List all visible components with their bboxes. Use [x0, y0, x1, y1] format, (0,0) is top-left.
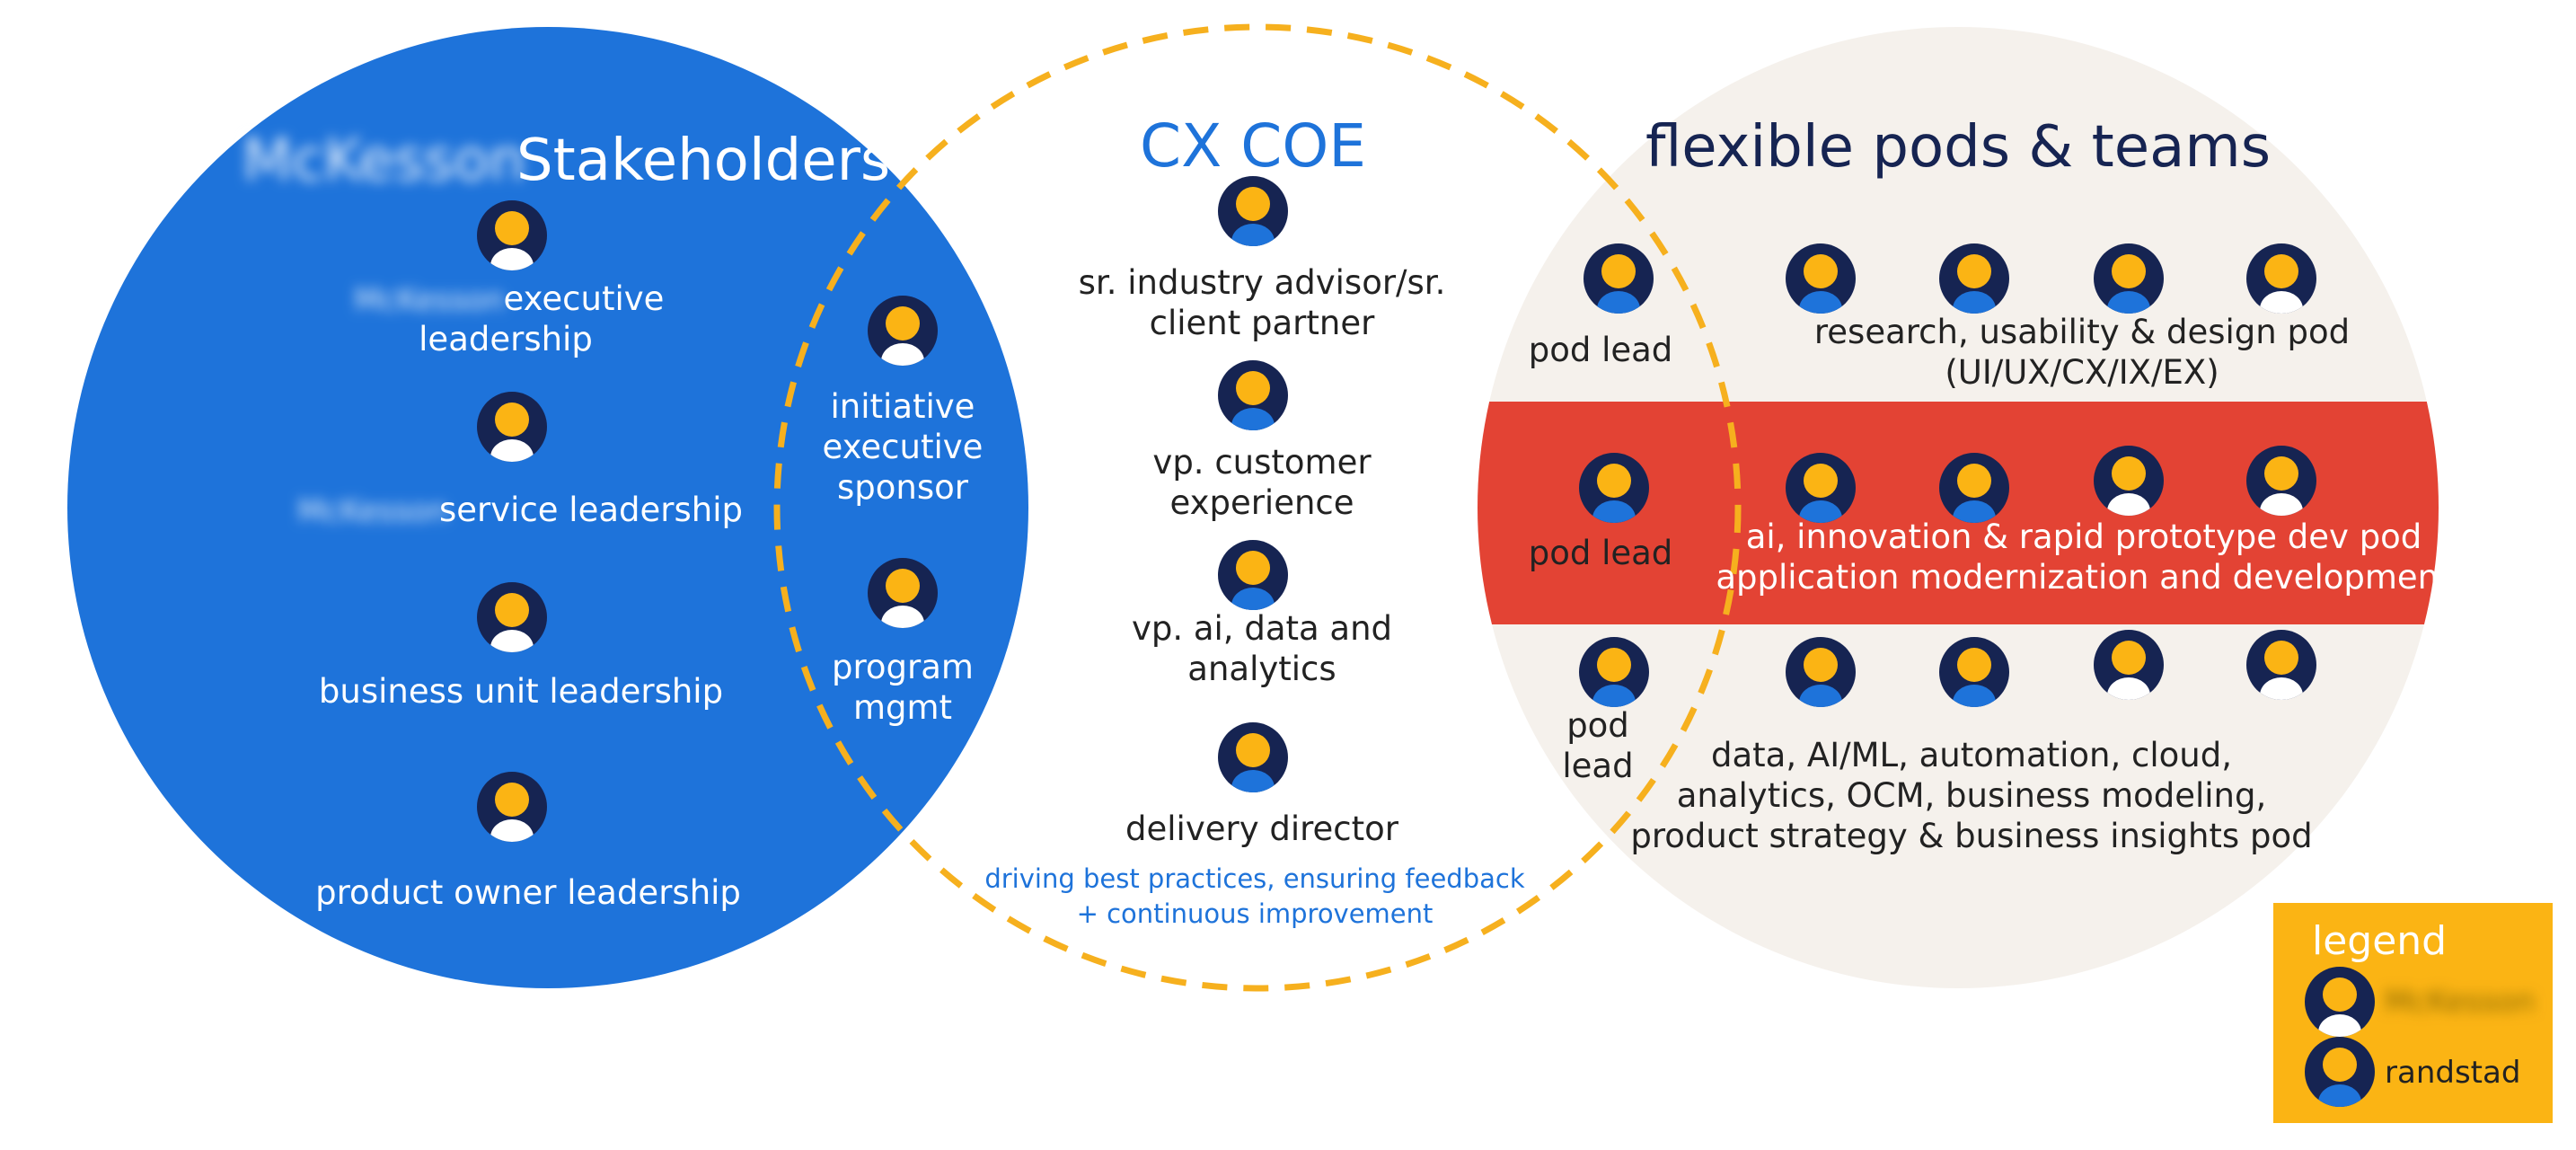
- pod-label: product strategy & business insights pod: [1630, 817, 2312, 855]
- stakeholder-role: McKesson service leadership: [297, 392, 743, 529]
- pod-label: application modernization and developmen…: [1716, 558, 2451, 597]
- stakeholder-role-label: product owner leadership: [315, 873, 741, 912]
- client-avatar-icon: [477, 772, 547, 842]
- randstad-avatar-icon: [1218, 176, 1288, 246]
- cx-coe-footer: + continuous improvement: [1077, 898, 1434, 929]
- cx-coe-role: vp. customer experience: [1152, 360, 1372, 522]
- cx-coe-role-label: sr. industry advisor/sr.: [1079, 263, 1446, 302]
- pod-label: ai, innovation & rapid prototype dev pod: [1746, 518, 2422, 556]
- cx-coe-role: delivery director: [1125, 722, 1399, 848]
- legend-title: legend: [2312, 918, 2447, 964]
- client-avatar-icon: [868, 296, 938, 366]
- stakeholder-role: product owner leadership: [315, 772, 741, 912]
- cx-coe-role: vp. ai, data and analytics: [1132, 540, 1392, 688]
- randstad-avatar-icon: [1939, 453, 2009, 523]
- client-avatar-icon: [2246, 630, 2316, 700]
- client-avatar-icon: [868, 558, 938, 628]
- pod-row-ai-innovation: pod lead ai, innovation & rapid prototyp…: [1529, 446, 2452, 597]
- cx-coe-role-label: experience: [1169, 483, 1354, 522]
- randstad-avatar-icon: [1218, 360, 1288, 430]
- client-avatar-icon: [2094, 630, 2164, 700]
- pods-title: flexible pods & teams: [1645, 114, 2271, 181]
- pod-lead-label: pod lead: [1529, 534, 1673, 572]
- stakeholder-role: business unit leadership: [319, 582, 723, 711]
- pod-row-research: pod lead research, usability & design po…: [1529, 243, 2350, 392]
- stakeholder-role-label: leadership: [419, 320, 593, 358]
- randstad-avatar-icon: [1584, 243, 1654, 314]
- overlap-role-label: executive: [823, 428, 984, 466]
- cx-coe-circle: [773, 23, 1742, 992]
- overlap-role: initiative executive sponsor: [823, 296, 984, 507]
- pod-label: research, usability & design pod: [1814, 313, 2350, 351]
- cx-coe-role-label: client partner: [1150, 304, 1375, 342]
- stakeholder-role-label: executive: [504, 279, 665, 318]
- stakeholders-brand-blurred: McKesson: [243, 128, 525, 194]
- pod-lead-label: pod lead: [1529, 331, 1673, 369]
- overlap-role-label: program: [832, 648, 974, 686]
- legend-item-randstad-label: randstad: [2385, 1055, 2520, 1091]
- cx-coe-role-label: vp. customer: [1152, 443, 1372, 482]
- cx-coe-role: sr. industry advisor/sr. client partner: [1079, 176, 1446, 342]
- pod-lead-label: pod: [1566, 706, 1629, 745]
- cx-coe-title: CX COE: [1140, 111, 1366, 181]
- cx-coe-role-label: delivery director: [1125, 809, 1399, 848]
- overlap-role-label: mgmt: [853, 688, 952, 727]
- overlap-role-label: sponsor: [837, 468, 969, 507]
- stakeholder-role: McKesson executive leadership: [354, 200, 664, 358]
- randstad-avatar-icon: [1786, 637, 1856, 707]
- stakeholders-circle: [67, 27, 1028, 988]
- randstad-avatar-icon: [1579, 637, 1649, 707]
- client-avatar-icon: [2094, 446, 2164, 516]
- randstad-avatar-icon: [2305, 1037, 2375, 1107]
- overlap-role: program mgmt: [832, 558, 974, 727]
- pod-label: (UI/UX/CX/IX/EX): [1945, 353, 2219, 392]
- randstad-avatar-icon: [1786, 453, 1856, 523]
- randstad-avatar-icon: [1939, 637, 2009, 707]
- cx-coe-footer: driving best practices, ensuring feedbac…: [984, 863, 1524, 894]
- pod-label: data, AI/ML, automation, cloud,: [1711, 736, 2232, 774]
- pod-label: analytics, OCM, business modeling,: [1677, 776, 2267, 815]
- randstad-avatar-icon: [1579, 453, 1649, 523]
- stakeholder-role-blurred-brand: McKesson: [297, 493, 447, 529]
- client-avatar-icon: [477, 200, 547, 270]
- randstad-avatar-icon: [1939, 243, 2009, 314]
- client-avatar-icon: [477, 582, 547, 652]
- client-avatar-icon: [2246, 446, 2316, 516]
- stakeholder-role-label: business unit leadership: [319, 672, 723, 711]
- legend: legend McKesson randstad: [2273, 903, 2553, 1123]
- overlap-role-label: initiative: [831, 387, 975, 426]
- pod-row-data-ai: pod lead data, AI/ML, automation, cloud,…: [1562, 630, 2316, 855]
- stakeholders-title: Stakeholders: [516, 128, 890, 194]
- legend-item-client-label: McKesson: [2385, 984, 2535, 1020]
- stakeholder-role-label: service leadership: [439, 491, 743, 529]
- client-avatar-icon: [2305, 967, 2375, 1037]
- client-avatar-icon: [2246, 243, 2316, 314]
- stakeholder-role-blurred-brand: McKesson: [354, 282, 504, 318]
- randstad-avatar-icon: [1218, 722, 1288, 792]
- randstad-avatar-icon: [1786, 243, 1856, 314]
- client-avatar-icon: [477, 392, 547, 462]
- pod-lead-label: lead: [1562, 747, 1633, 785]
- cx-coe-role-label: analytics: [1187, 650, 1336, 688]
- randstad-avatar-icon: [2094, 243, 2164, 314]
- cx-coe-role-label: vp. ai, data and: [1132, 609, 1392, 648]
- randstad-avatar-icon: [1218, 540, 1288, 610]
